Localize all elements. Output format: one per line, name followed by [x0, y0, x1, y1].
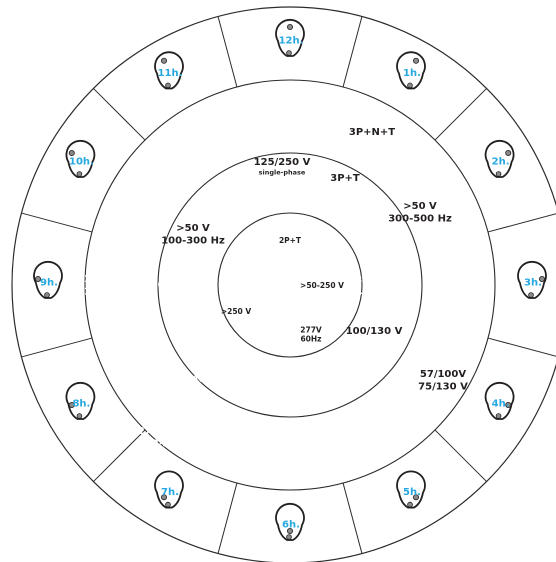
- label-2p-t: 2P+T: [279, 236, 302, 245]
- label-600-690v: 600/690 V: [308, 378, 365, 389]
- socket-icon: 4h.: [484, 381, 515, 420]
- clock-label-3: 3h.: [524, 278, 542, 289]
- label-gt250v: >250 V: [221, 307, 252, 316]
- socket-icon: 3h.: [517, 260, 547, 299]
- clock-label-2: 2h.: [492, 157, 510, 168]
- clock-divider: [21, 337, 93, 358]
- socket-icon: 1h.: [396, 51, 426, 90]
- outer-ring: [11, 6, 556, 562]
- clock-label-7: 7h.: [161, 487, 179, 498]
- clock-divider: [434, 429, 487, 482]
- clock-label-10: 10h.: [69, 157, 94, 168]
- clock-label-9: 9h.: [40, 278, 58, 289]
- label-3p-t: 3P+T: [330, 173, 360, 184]
- socket-icon: 11h.: [154, 51, 184, 90]
- clock-divider: [342, 482, 363, 554]
- color-ring: [84, 79, 496, 491]
- clock-divider: [217, 482, 238, 554]
- label-380-415v-mid: 380/415 V: [245, 401, 302, 412]
- socket-icon: 9h.: [33, 260, 63, 299]
- label-380-415v-inner: 380/415 V: [229, 280, 278, 290]
- clock-divider: [217, 16, 238, 88]
- socket-icon: 12h.: [275, 18, 305, 57]
- inner-ring: [217, 212, 363, 358]
- clock-label-1: 1h.: [403, 68, 421, 79]
- clock-divider: [21, 212, 93, 233]
- middle-ring: [157, 152, 423, 418]
- socket-icon: 6h.: [275, 502, 305, 541]
- label-3p-n-t: 3P+N+T: [349, 127, 395, 138]
- ring-outlines: [11, 6, 556, 562]
- clock-divider: [342, 16, 363, 88]
- clock-divider: [487, 337, 556, 357]
- clock-label-6: 6h.: [282, 520, 300, 531]
- socket-icon: 5h.: [396, 470, 426, 509]
- socket-icon: 7h.: [154, 470, 184, 509]
- label-200-250v: 200/250 V: [151, 280, 208, 291]
- label-200-250v-blue: 200/250V: [271, 329, 295, 348]
- clock-spokes: [21, 16, 556, 554]
- clock-label-8: 8h.: [72, 399, 90, 410]
- label-gt50-250v: >50-250 V: [300, 281, 344, 290]
- clock-divider: [487, 213, 556, 233]
- label-100-130v: 100/130 V: [346, 326, 403, 337]
- label-480-500v: 480/500 V: [192, 374, 249, 385]
- socket-icon: 10h.: [65, 139, 96, 178]
- clock-label-5: 5h.: [403, 487, 421, 498]
- clock-divider: [93, 88, 146, 141]
- clock-divider: [434, 88, 487, 141]
- clock-divider: [93, 429, 146, 482]
- clock-label-12: 12h.: [279, 36, 304, 47]
- socket-icon: 2h.: [484, 139, 515, 178]
- socket-icons: 12h. 1h. 2h. 3h. 4h. 5h. 6h. 7h. 8h. 9h. 10h. 11h.: [33, 18, 547, 541]
- clock-label-11: 11h.: [158, 68, 183, 79]
- clock-label-4: 4h.: [492, 399, 510, 410]
- socket-icon: 8h.: [65, 381, 96, 420]
